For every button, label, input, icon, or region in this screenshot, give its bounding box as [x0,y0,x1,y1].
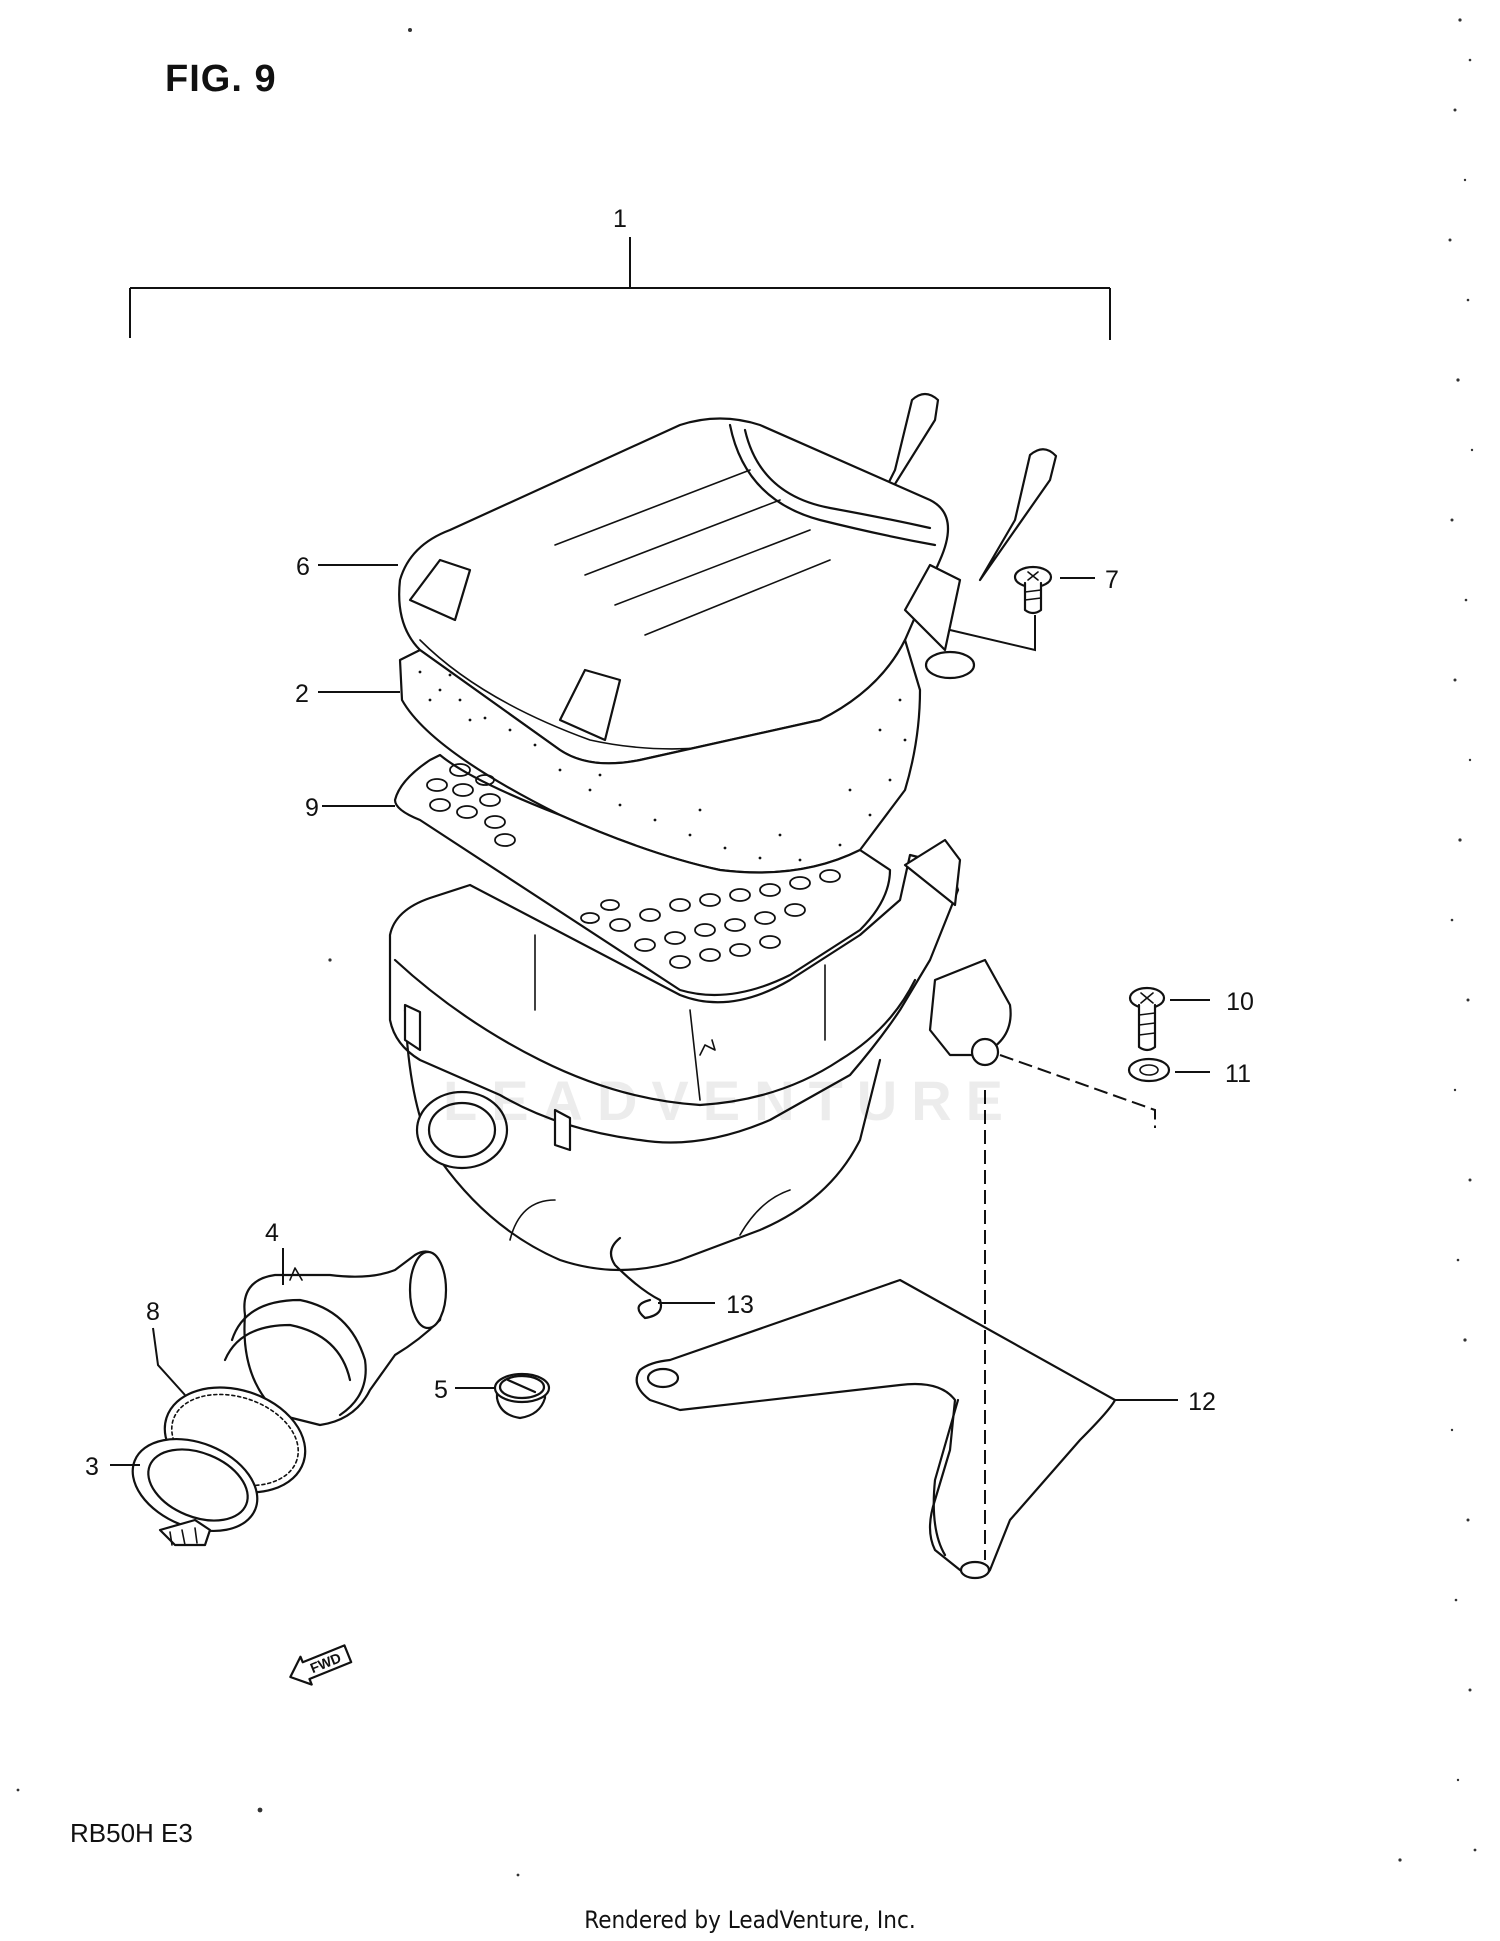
inlet-pipe [223,1250,448,1427]
hose-clamp [131,1437,259,1547]
callouts: 1 2 3 4 5 6 7 8 9 10 11 12 13 [85,205,1254,1481]
callout-9: 9 [305,794,319,822]
watermark: LEADVENTURE [442,1069,1018,1132]
callout-7: 7 [1105,566,1119,594]
callout-6: 6 [296,553,310,581]
mounting-bracket [635,1278,1117,1580]
air-cleaner-case [388,838,1012,1320]
callout-5: 5 [434,1376,448,1404]
fwd-direction-arrow: FWD [289,1644,353,1686]
callout-1: 1 [613,205,627,233]
callout-13: 13 [726,1291,754,1319]
assembly-bracket [129,237,1111,340]
screw-part-7 [1013,565,1053,615]
callout-12: 12 [1188,1388,1216,1416]
scan-edge-marks [16,18,1477,1877]
callout-10: 10 [1226,988,1254,1016]
callout-11: 11 [1225,1060,1251,1088]
washer-part-11 [1127,1057,1171,1083]
leader-lines [110,564,1210,1560]
filter-guide-plate [393,753,892,997]
screw-part-10 [1128,986,1166,1052]
figure-title: FIG. 9 [165,58,277,100]
callout-2: 2 [295,680,309,708]
callout-4: 4 [265,1219,279,1247]
callout-8: 8 [146,1298,160,1326]
drain-plug [493,1372,551,1420]
footer-credit: Rendered by LeadVenture, Inc. [584,1906,916,1934]
callout-3: 3 [85,1453,99,1481]
model-code: RB50H E3 [70,1818,193,1848]
air-cleaner-cap [398,392,1058,765]
